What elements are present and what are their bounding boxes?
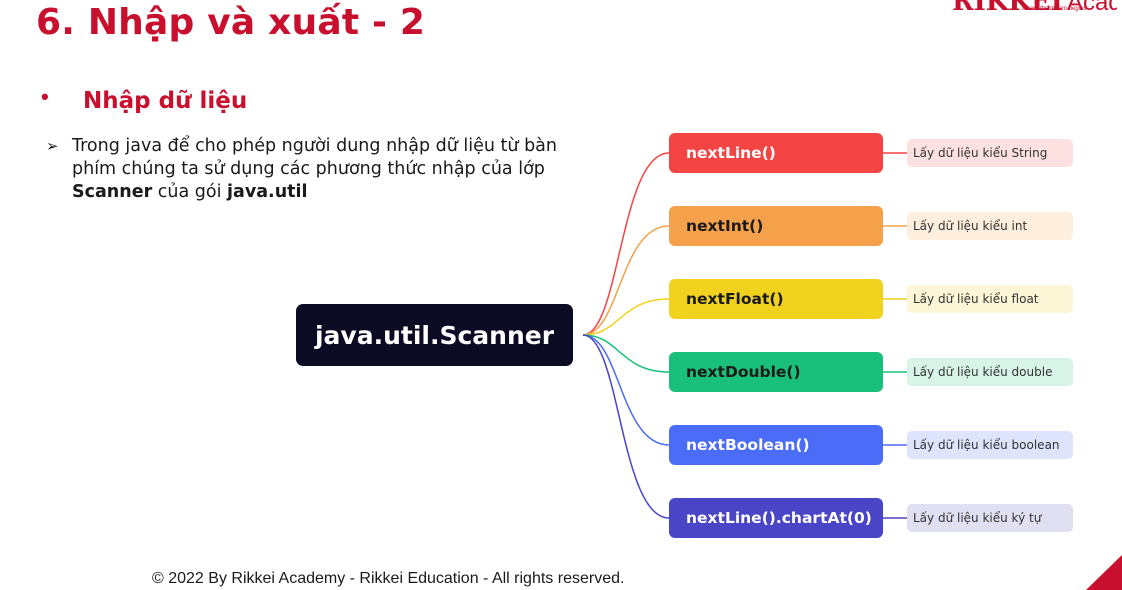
logo-tagline: where the dream begins bbox=[1022, 6, 1087, 12]
package-name: java.util bbox=[227, 182, 308, 202]
method-node: nextInt() bbox=[669, 206, 883, 246]
class-name: Scanner bbox=[72, 182, 153, 202]
slide-title: 6. Nhập và xuất - 2 bbox=[36, 2, 426, 43]
method-description: Lấy dữ liệu kiểu int bbox=[907, 212, 1073, 240]
root-connector-line bbox=[582, 225, 670, 336]
intro-text-part2: của gói bbox=[152, 182, 228, 202]
mindmap-root: java.util.Scanner bbox=[296, 304, 573, 366]
root-connector-line bbox=[582, 152, 670, 336]
root-connector-line bbox=[582, 298, 670, 336]
bullet-dot-icon: • bbox=[41, 84, 49, 109]
method-description: Lấy dữ liệu kiểu float bbox=[907, 285, 1073, 313]
root-connector-line bbox=[582, 334, 670, 446]
intro-text-part1: Trong java để cho phép người dung nhập d… bbox=[72, 136, 557, 179]
arrow-bullet-icon: ➢ bbox=[46, 137, 59, 155]
logo-brand: RIKKEI bbox=[952, 0, 1063, 17]
section-heading: Nhập dữ liệu bbox=[83, 88, 248, 114]
root-connector-line bbox=[582, 334, 670, 373]
method-node: nextLine() bbox=[669, 133, 883, 173]
intro-paragraph: ➢ Trong java để cho phép người dung nhập… bbox=[46, 135, 606, 204]
method-description: Lấy dữ liệu kiểu double bbox=[907, 358, 1073, 386]
method-node: nextDouble() bbox=[669, 352, 883, 392]
method-node: nextLine().chartAt(0) bbox=[669, 498, 883, 538]
corner-triangle-decoration bbox=[1086, 555, 1122, 590]
method-description: Lấy dữ liệu kiểu String bbox=[907, 139, 1073, 167]
method-description: Lấy dữ liệu kiểu ký tự bbox=[907, 504, 1073, 532]
intro-text: Trong java để cho phép người dung nhập d… bbox=[72, 135, 606, 204]
root-connector-line bbox=[582, 334, 670, 519]
method-node: nextBoolean() bbox=[669, 425, 883, 465]
method-node: nextFloat() bbox=[669, 279, 883, 319]
method-description: Lấy dữ liệu kiểu boolean bbox=[907, 431, 1073, 459]
footer-copyright: © 2022 By Rikkei Academy - Rikkei Educat… bbox=[152, 570, 625, 587]
rikkei-academy-logo: RIKKEIAcademy where the dream begins bbox=[952, 0, 1117, 20]
logo-word: Academy bbox=[1066, 0, 1117, 16]
